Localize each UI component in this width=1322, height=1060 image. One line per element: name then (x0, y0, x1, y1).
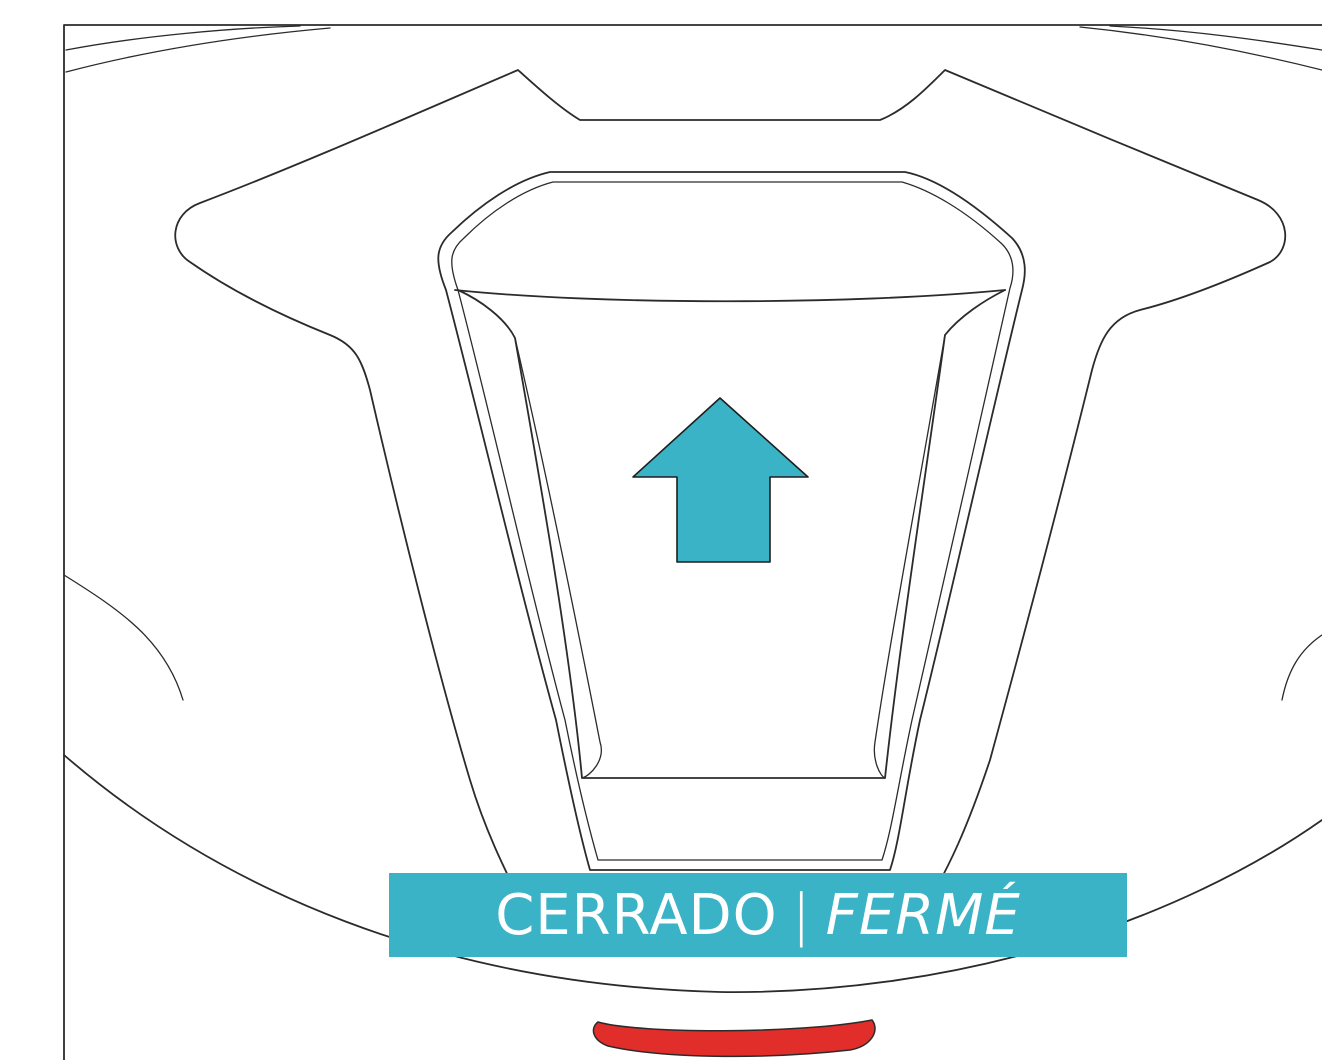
vent-panel-left-rib (514, 337, 602, 779)
vent-slider-inner-ring (451, 181, 1014, 861)
shell-top-line-right-2 (1079, 26, 1322, 71)
status-banner: CERRADO | FERMÉ (389, 873, 1127, 957)
shell-right-inner-curve (1281, 634, 1322, 701)
status-label-french: FERMÉ (825, 882, 1021, 948)
shell-top-line-right (1109, 25, 1322, 51)
shell-lower-curve (63, 754, 1322, 993)
status-label-spanish: CERRADO (495, 882, 778, 948)
status-label-separator: | (791, 882, 812, 948)
vent-slider-top-edge (454, 289, 1006, 303)
arrow-up-icon (632, 397, 809, 563)
shell-top-line-left (65, 25, 301, 51)
shell-top-line-left-2 (65, 27, 331, 73)
frame-border (63, 24, 1322, 1060)
shell-left-inner-curve (63, 574, 184, 701)
red-indicator-light (592, 1019, 876, 1058)
vent-slider-outer-ring (437, 171, 1026, 871)
vent-panel-right-rib (873, 334, 946, 779)
